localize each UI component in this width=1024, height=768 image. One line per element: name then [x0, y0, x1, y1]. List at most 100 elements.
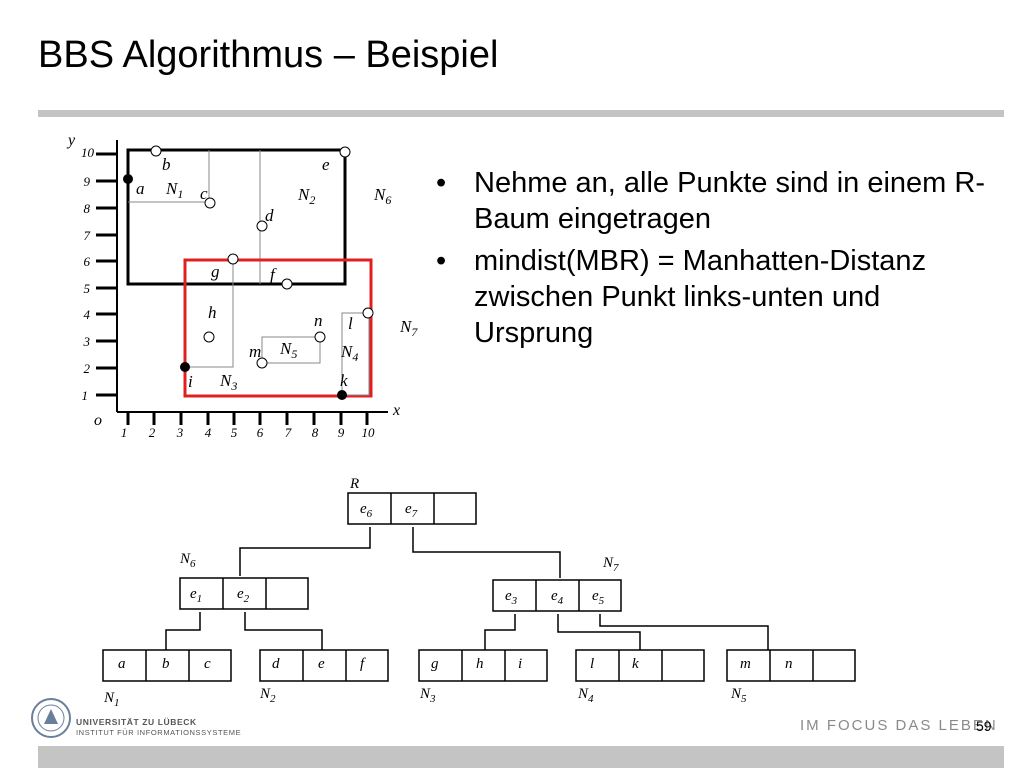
root-label: R [349, 476, 359, 492]
leaf-entry: k [632, 656, 639, 672]
leaf-entry: b [162, 656, 170, 672]
leaf-label-n2: N2 [259, 686, 276, 705]
leaf-node-n2 [259, 649, 389, 682]
leaf-entry: e [318, 656, 325, 672]
leaf-entry: i [518, 656, 522, 672]
x-tick-label: 1 [121, 425, 128, 440]
y-tick-label: 4 [84, 307, 91, 322]
y-tick-label: 3 [83, 334, 91, 349]
mbr-n5 [261, 336, 321, 364]
point-c [204, 197, 216, 209]
leaf-label-n5: N5 [730, 686, 747, 705]
region-sub: 7 [411, 325, 418, 339]
bullet-item: Nehme an, alle Punkte sind in einem R-Ba… [432, 165, 992, 237]
point-label-g: g [211, 262, 220, 281]
region-sub: 3 [230, 379, 237, 393]
leaf-entry: m [740, 656, 751, 672]
slide-title: BBS Algorithmus – Beispiel [38, 34, 499, 76]
n7-entry-e4: e4 [551, 588, 564, 607]
leaf-entry: a [118, 656, 126, 672]
mbr-n7 [183, 258, 373, 398]
leaf-entry: h [476, 656, 484, 672]
point-i [180, 362, 190, 372]
point-label-e: e [322, 155, 330, 174]
mbr-n6 [126, 148, 347, 286]
point-d [256, 220, 268, 232]
point-h [203, 331, 215, 343]
y-ticks [96, 152, 117, 397]
x-tick-label: 3 [176, 425, 184, 440]
entry-sub: 7 [412, 508, 418, 520]
rtree-spatial-plot: y x o 1 2 3 4 5 6 7 8 9 10 1 2 3 4 5 6 7… [66, 132, 418, 440]
rtree-structure-diagram: R e6 e7 N6 e1 e2 N7 e3 e4 e5 [102, 476, 856, 709]
region-prefix: N [373, 185, 387, 204]
x-axis-label: x [392, 402, 400, 419]
point-l [362, 307, 374, 319]
leaf-node-n5 [726, 649, 856, 682]
point-f [281, 278, 293, 290]
edge-root-n6 [239, 527, 371, 576]
region-prefix: N [340, 342, 354, 361]
leaf-entry: g [431, 656, 439, 672]
n7-entry-e5: e5 [592, 588, 605, 607]
point-label-m: m [249, 342, 261, 361]
point-b [150, 145, 162, 157]
region-prefix: N [279, 339, 293, 358]
region-sub: 6 [385, 193, 391, 207]
node-label-n7: N7 [602, 555, 619, 574]
x-tick-labels: 1 2 3 4 5 6 7 8 9 10 [121, 425, 375, 440]
title-divider [38, 110, 1004, 117]
n6-entry-e1: e1 [190, 586, 202, 605]
edge-n7-n4 [557, 614, 641, 650]
leaf-node-n4 [575, 649, 705, 682]
mbr-n3 [185, 260, 234, 368]
point-g [227, 253, 239, 265]
point-label-d: d [265, 206, 274, 225]
region-sub: 4 [352, 350, 358, 364]
point-label-l: l [348, 314, 353, 333]
point-label-k: k [340, 371, 348, 390]
slogan: IM FOCUS DAS LEBEN [800, 717, 998, 734]
y-axis-label: y [66, 132, 76, 149]
leaf-entry: c [204, 656, 211, 672]
region-sub: 2 [309, 193, 315, 207]
y-tick-label: 8 [84, 201, 91, 216]
x-tick-label: 5 [231, 425, 238, 440]
x-tick-label: 9 [338, 425, 345, 440]
leaf-label-n1: N1 [103, 690, 120, 709]
region-prefix: N [219, 371, 233, 390]
x-tick-label: 2 [149, 425, 156, 440]
edge-n7-n5 [599, 614, 769, 650]
point-m [256, 357, 268, 369]
region-label-n2: N2 [297, 185, 315, 207]
y-tick-label: 1 [82, 388, 89, 403]
y-tick-labels: 1 2 3 4 5 6 7 8 9 10 [81, 145, 95, 403]
node-label-n6: N6 [179, 551, 196, 570]
y-tick-label: 7 [84, 228, 91, 243]
region-sub: 1 [177, 187, 183, 201]
node-n6 [179, 577, 309, 610]
x-tick-label: 4 [205, 425, 212, 440]
university-seal-icon [31, 698, 71, 738]
n7-entry-e3: e3 [505, 588, 518, 607]
university-name: UNIVERSITÄT ZU LÜBECK [76, 717, 197, 727]
point-k [337, 390, 347, 400]
y-tick-label: 6 [84, 254, 91, 269]
institute-name: INSTITUT FÜR INFORMATIONSSYSTEME [76, 728, 242, 737]
region-label-n4: N4 [340, 342, 358, 364]
root-entry-e6: e6 [360, 501, 373, 520]
point-label-a: a [136, 179, 145, 198]
point-label-b: b [162, 155, 171, 174]
leaf-node-n1 [102, 649, 232, 682]
node-n7 [492, 579, 622, 612]
footer-bar [38, 746, 1004, 768]
point-label-i: i [188, 372, 193, 391]
bullet-list: Nehme an, alle Punkte sind in einem R-Ba… [432, 165, 992, 357]
edge-n7-n3 [484, 614, 516, 650]
x-tick-label: 10 [362, 425, 376, 440]
root-node [347, 492, 477, 525]
x-tick-label: 6 [257, 425, 264, 440]
entry-sub: 6 [367, 508, 373, 520]
leaf-entry: n [785, 656, 793, 672]
edge-root-n7 [412, 527, 561, 578]
